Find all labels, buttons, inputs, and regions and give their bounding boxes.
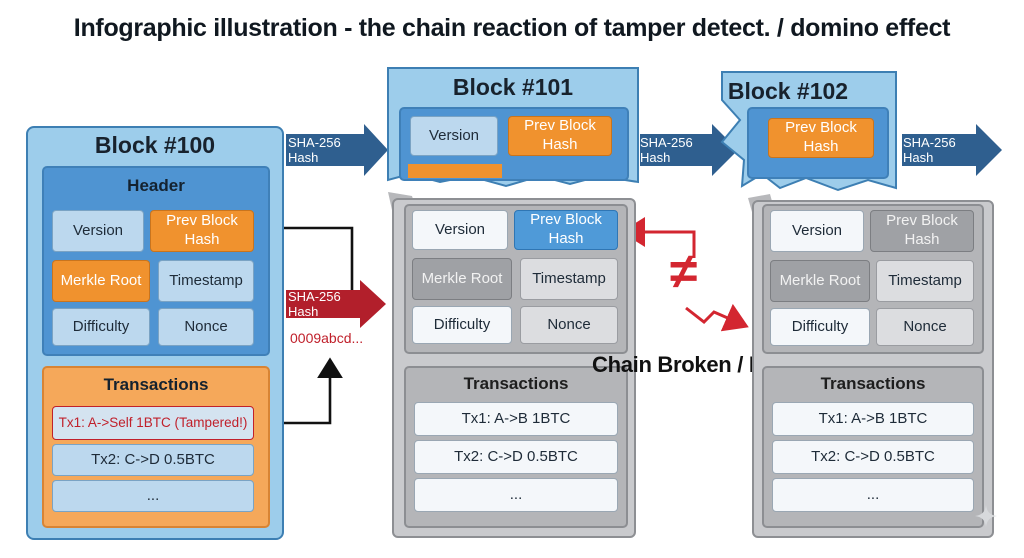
block-102-title: Block #102 [727, 78, 849, 104]
block-101-difficulty: Difficulty [412, 306, 512, 344]
hash-label-101-102: SHA-256 Hash [640, 135, 693, 165]
block-102-version: Version [770, 210, 864, 252]
block-101-prev-hash: Prev Block Hash [514, 210, 618, 250]
block-102-difficulty: Difficulty [770, 308, 870, 346]
block-101-nonce: Nonce [520, 306, 618, 344]
block-101-merkle-root: Merkle Root [412, 258, 512, 300]
block-100-title: Block #100 [94, 132, 216, 158]
block-100-difficulty: Difficulty [52, 308, 150, 346]
block-100-tx2: Tx2: C->D 0.5BTC [52, 444, 254, 476]
recalculated-hash-value: 0009abcd... [290, 330, 364, 346]
hash-arrow-102-next [902, 124, 1002, 176]
recalculated-hash-arrow [286, 280, 386, 328]
block-101-tx3: ... [414, 478, 618, 512]
block-100-header-title: Header [127, 176, 185, 195]
hash-label-recalculated: SHA-256 Hash [288, 289, 341, 319]
block-100-transactions-title: Transactions [103, 375, 209, 394]
hash-label-100-101: SHA-256 Hash [288, 135, 341, 165]
block-100-nonce: Nonce [158, 308, 254, 346]
block-102-prev-hash: Prev Block Hash [870, 210, 974, 252]
block-102-transactions-title: Transactions [820, 374, 926, 393]
block-101-transactions-title: Transactions [463, 374, 569, 393]
mismatch-arrow-left [621, 217, 696, 258]
block-101-version-top: Version [410, 116, 498, 156]
block-100-merkle-root: Merkle Root [52, 260, 150, 302]
block-100-timestamp: Timestamp [158, 260, 254, 302]
block-102-timestamp: Timestamp [876, 260, 974, 302]
block-101-tx1: Tx1: A->B 1BTC [414, 402, 618, 436]
block-100-prev-hash: Prev Block Hash [150, 210, 254, 252]
block-101-version: Version [412, 210, 508, 250]
block-101-tx2: Tx2: C->D 0.5BTC [414, 440, 618, 474]
block-102-prev-hash-top: Prev Block Hash [768, 118, 874, 158]
block-102-nonce: Nonce [876, 308, 974, 346]
mismatch-arrow-right [685, 303, 749, 332]
block-102-tx2: Tx2: C->D 0.5BTC [772, 440, 974, 474]
block-100-tx3: ... [52, 480, 254, 512]
block-102-tx3: ... [772, 478, 974, 512]
block-102-tx1: Tx1: A->B 1BTC [772, 402, 974, 436]
block-100-tx1-tampered: Tx1: A->Self 1BTC (Tampered!) [52, 406, 254, 440]
sparkle-icon [975, 505, 997, 527]
not-equal-icon: ≠ [670, 243, 698, 299]
hash-arrow-100-101 [286, 124, 388, 176]
block-102-merkle-root: Merkle Root [770, 260, 870, 302]
block-101-timestamp: Timestamp [520, 258, 618, 300]
block-100-version: Version [52, 210, 144, 252]
hash-arrow-101-102 [640, 124, 738, 176]
prev-hash-link [259, 215, 354, 290]
infographic-title: Infographic illustration - the chain rea… [73, 14, 951, 42]
block-101-title: Block #101 [452, 74, 574, 100]
block-101-prev-hash-top: Prev Block Hash [508, 116, 612, 156]
hash-label-102-next: SHA-256 Hash [903, 135, 956, 165]
